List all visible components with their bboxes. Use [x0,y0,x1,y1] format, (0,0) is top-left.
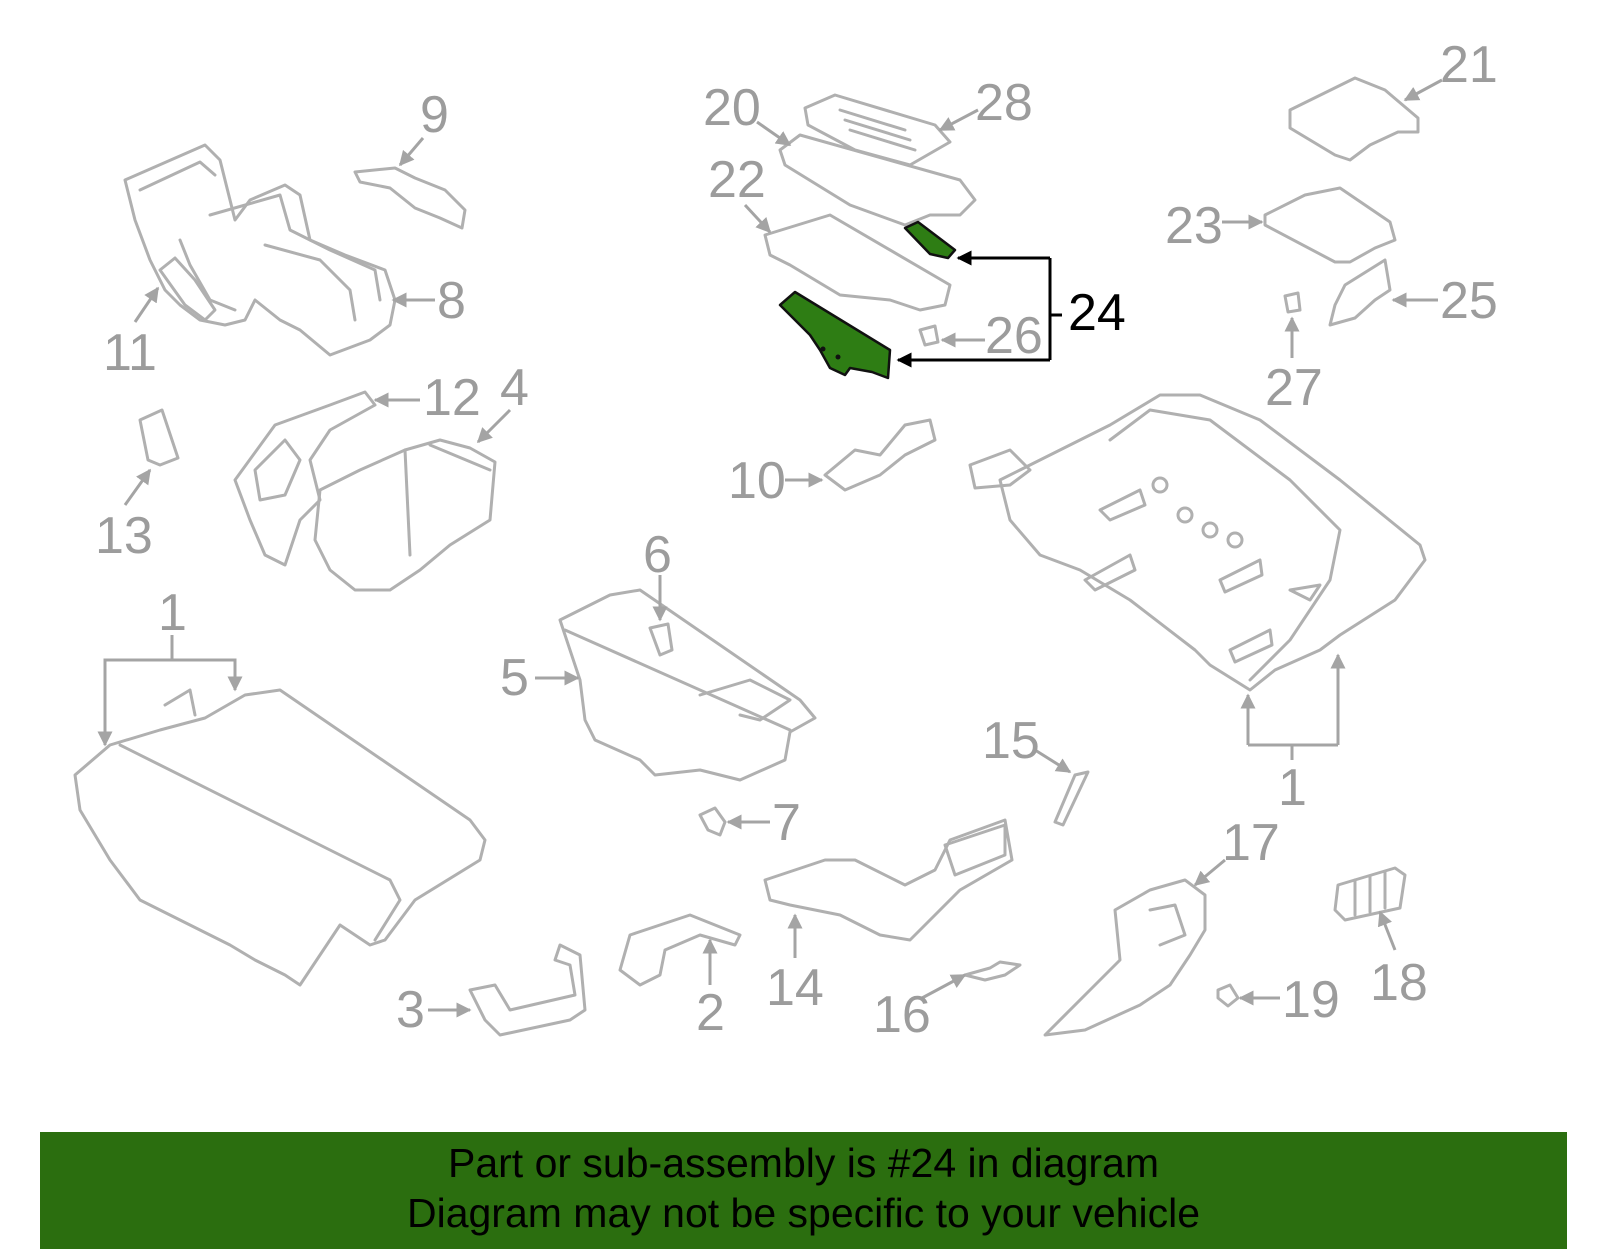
part-1-armrest-left [73,688,487,987]
part-24-hinge-upper [903,220,957,260]
leader-24 [896,250,1062,368]
callout-6: 6 [643,526,672,584]
callout-23: 23 [1165,197,1223,255]
callout-24: 24 [1068,284,1126,342]
parts-diagram: 9 8 11 12 4 13 1 5 6 7 10 15 14 2 3 16 1… [73,36,1498,1044]
part-28-pad [803,93,952,167]
part-20-lid-top [778,133,977,227]
banner-line-2: Diagram may not be specific to your vehi… [406,1190,1200,1236]
part-3-bracket [468,943,587,1037]
callout-1-left: 1 [158,584,187,642]
callout-25: 25 [1440,272,1498,330]
part-13-clip [138,408,180,467]
part-8-console-front [123,143,397,357]
callout-7: 7 [772,794,801,852]
part-4-cup-holder [313,438,497,592]
callout-14: 14 [766,959,824,1017]
callout-8: 8 [437,272,466,330]
callout-17: 17 [1222,814,1280,872]
callout-labels: 9 8 11 12 4 13 1 5 6 7 10 15 14 2 3 16 1… [95,36,1498,1044]
part-2-bracket [618,913,742,987]
part-9-insert [353,166,467,230]
callout-28: 28 [975,74,1033,132]
callout-18: 18 [1370,954,1428,1012]
callout-21: 21 [1440,36,1498,94]
part-12-trim-panel [233,390,377,567]
part-15-bolt [1053,770,1090,827]
part-26-screw [918,324,940,347]
part-21-lid [1288,76,1420,162]
part-11-console-latch [158,256,217,322]
part-16-clip [963,960,1022,982]
callout-13: 13 [95,507,153,565]
callout-10: 10 [728,452,786,510]
banner-line-1: Part or sub-assembly is #24 in diagram [448,1140,1159,1186]
part-19-clip [1216,983,1240,1008]
part-22-lid-liner [763,213,952,312]
callout-9: 9 [420,86,449,144]
callout-5: 5 [500,649,529,707]
part-24-hinge-lower [778,290,892,380]
callout-27: 27 [1265,359,1323,417]
callout-3: 3 [396,981,425,1039]
part-17-side-trim [1043,878,1207,1037]
callout-22: 22 [708,151,766,209]
part-18-grille [1333,866,1407,922]
callout-16: 16 [873,986,931,1044]
notice-banner: Part or sub-assembly is #24 in diagram D… [40,1132,1567,1249]
callout-4: 4 [500,359,529,417]
callout-12: 12 [423,369,481,427]
callout-2: 2 [696,984,725,1042]
callout-20: 20 [703,79,761,137]
part-5-storage-bin [558,588,817,782]
part-6-screw [648,622,674,657]
callout-19: 19 [1282,971,1340,1029]
part-23-hinge [1263,186,1397,264]
part-25-bracket [1328,258,1392,327]
part-14-duct [763,818,1014,942]
part-7-bumper [698,806,727,837]
callout-1-right: 1 [1278,759,1307,817]
part-1-armrest-right [968,393,1427,692]
callout-11: 11 [103,324,157,382]
part-27-screw [1283,291,1302,314]
callout-15: 15 [982,712,1040,770]
callout-26: 26 [985,307,1043,365]
leader-lines [97,78,1443,1018]
part-10-bracket [823,418,937,492]
